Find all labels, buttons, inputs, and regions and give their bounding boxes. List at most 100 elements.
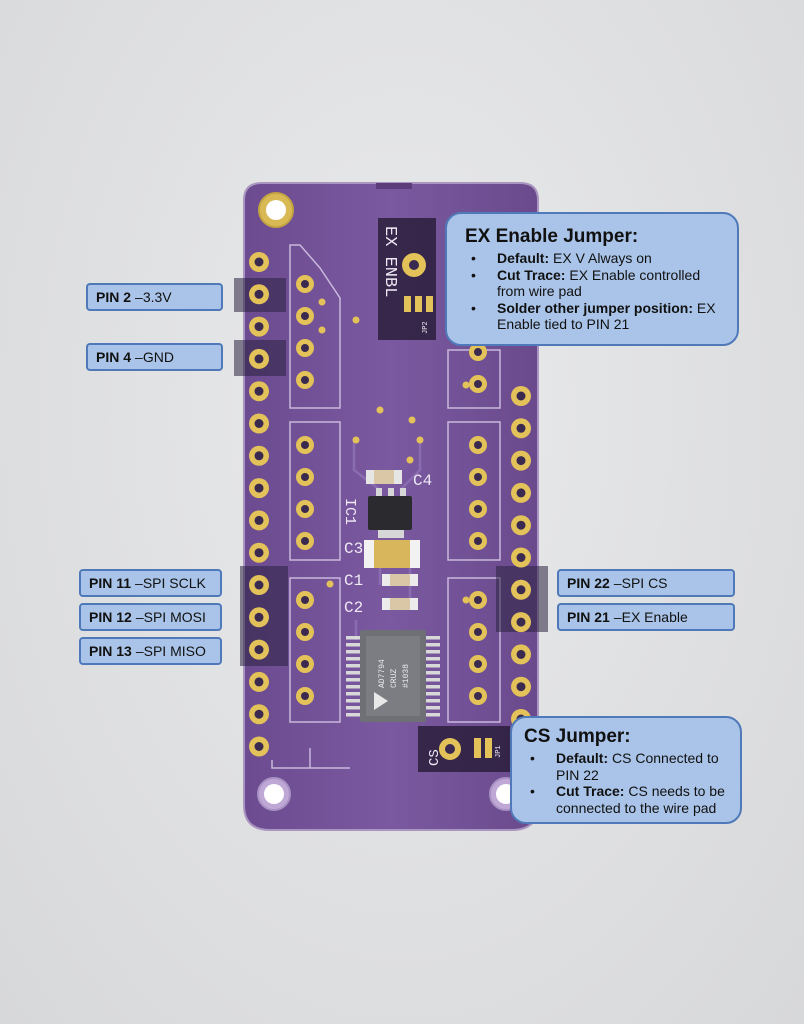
chip-pin: [346, 699, 360, 703]
ex-enable-jumper-pad: [402, 253, 433, 312]
gold-pad: [296, 307, 314, 325]
analog-devices-logo: [374, 692, 388, 710]
mounting-hole: [257, 777, 291, 811]
chip-pin: [346, 643, 360, 647]
pin-label-separator: –: [613, 575, 622, 591]
pin-label-pin-12: PIN 12 – SPI MOSI: [79, 603, 222, 631]
cs-jumper-item: Default: CS Connected to PIN 22: [524, 750, 732, 783]
pin-label-pin-22: PIN 22 – SPI CS: [557, 569, 735, 597]
chip-pin: [426, 685, 440, 689]
via: [462, 596, 470, 604]
gold-pad: [511, 612, 531, 633]
gold-pad: [249, 704, 269, 725]
pin-label-name: PIN 2: [96, 289, 132, 305]
pin-label-name: PIN 11: [89, 575, 132, 591]
chip-pin: [426, 699, 440, 703]
chip-pin: [426, 713, 440, 717]
gold-pad: [249, 575, 269, 595]
cs-jumper-item-bold: Default:: [556, 750, 609, 766]
gold-pad: [469, 591, 487, 609]
ex-enable-item-bold: Solder other jumper position:: [497, 299, 694, 316]
silk-c1: C1: [344, 572, 363, 590]
gold-pad: [469, 655, 487, 673]
ex-enable-item: Solder other jumper position: EX Enable …: [465, 300, 725, 333]
pin-label-pin-21: PIN 21 – EX Enable: [557, 603, 735, 631]
ex-enable-item-text: EX Enable controlled from wire pad: [497, 266, 701, 300]
gold-pad: [469, 436, 487, 454]
pin-label-pin-11: PIN 11 – SPI SCLK: [79, 569, 222, 597]
gold-pad: [249, 607, 269, 628]
chip-pin: [426, 657, 440, 661]
gold-pad: [511, 547, 531, 568]
gold-pad: [249, 316, 269, 337]
c1-capacitor: [382, 574, 418, 586]
ex-enable-item-text: EX V Always on: [553, 250, 652, 266]
chip-pin: [426, 706, 440, 710]
gold-pad: [296, 468, 314, 486]
chip-pin: [346, 650, 360, 654]
gold-pad: [469, 687, 487, 705]
gold-pad: [296, 623, 314, 641]
gold-pad: [296, 591, 314, 609]
chip-pin: [426, 678, 440, 682]
gold-pad: [511, 418, 531, 439]
ex-enable-item: Cut Trace: EX Enable controlled from wir…: [465, 267, 725, 300]
silk-c3: C3: [344, 540, 363, 558]
cs-jumper-callout: CS Jumper: Default: CS Connected to PIN …: [510, 716, 742, 824]
cs-jumper-pad: [439, 738, 492, 760]
chip-line2: CRUZ: [390, 669, 399, 688]
chip-pin: [426, 671, 440, 675]
gold-pad: [249, 671, 269, 692]
pin-label-function: SPI MOSI: [143, 609, 206, 625]
chip-pin: [346, 678, 360, 682]
gold-pad: [511, 386, 531, 406]
gold-pad: [511, 644, 531, 665]
cs-jumper-item: Cut Trace: CS needs to be connected to t…: [524, 783, 732, 816]
via: [408, 416, 416, 424]
via: [352, 316, 360, 324]
ex-enable-title: EX Enable Jumper:: [465, 226, 639, 247]
ic1-component: [368, 488, 412, 538]
gold-pad: [296, 436, 314, 454]
gold-pad: [249, 413, 269, 434]
pin-label-separator: –: [135, 609, 144, 625]
pin-label-name: PIN 21: [567, 609, 610, 625]
pin-label-name: PIN 4: [96, 349, 132, 365]
chip-pin: [346, 713, 360, 717]
chip-pin: [426, 664, 440, 668]
silk-ex-enbl: EX ENBL: [380, 226, 399, 297]
mounting-hole: [258, 192, 294, 228]
gold-pad: [296, 275, 314, 293]
silk-c2: C2: [344, 599, 363, 617]
silk-jp2: JP2: [422, 321, 430, 334]
gold-pad: [469, 343, 487, 361]
gold-pad: [249, 252, 269, 272]
gold-pad: [249, 284, 269, 305]
chip-line1: AD7794: [378, 659, 387, 688]
pin-label-separator: –: [135, 349, 143, 365]
chip-pin: [346, 664, 360, 668]
via: [376, 406, 384, 414]
gold-pad: [469, 375, 487, 393]
gold-pad: [469, 623, 487, 641]
vias-group: [318, 298, 470, 604]
pin-label-pin-2: PIN 2 – 3.3V: [86, 283, 223, 311]
via: [406, 456, 414, 464]
pin-label-name: PIN 22: [567, 575, 610, 591]
ad7794-chip: AD7794 CRUZ #1038: [346, 630, 440, 722]
pin-label-name: PIN 13: [89, 643, 132, 659]
ex-enable-item: Default: EX V Always on: [465, 250, 725, 267]
pin-label-function: GND: [142, 349, 174, 365]
chip-pin: [346, 671, 360, 675]
ex-enable-callout: EX Enable Jumper: Default: EX V Always o…: [445, 212, 739, 346]
via: [326, 580, 334, 588]
cs-jumper-item-text: CS needs to be connected to the wire pad: [556, 783, 725, 816]
silk-jp1: JP1: [495, 745, 503, 758]
pin-label-name: PIN 12: [89, 609, 132, 625]
chip-pin: [426, 650, 440, 654]
ex-enable-item-bold: Default:: [497, 250, 550, 266]
gold-pad: [296, 339, 314, 357]
gold-pad: [249, 445, 269, 466]
